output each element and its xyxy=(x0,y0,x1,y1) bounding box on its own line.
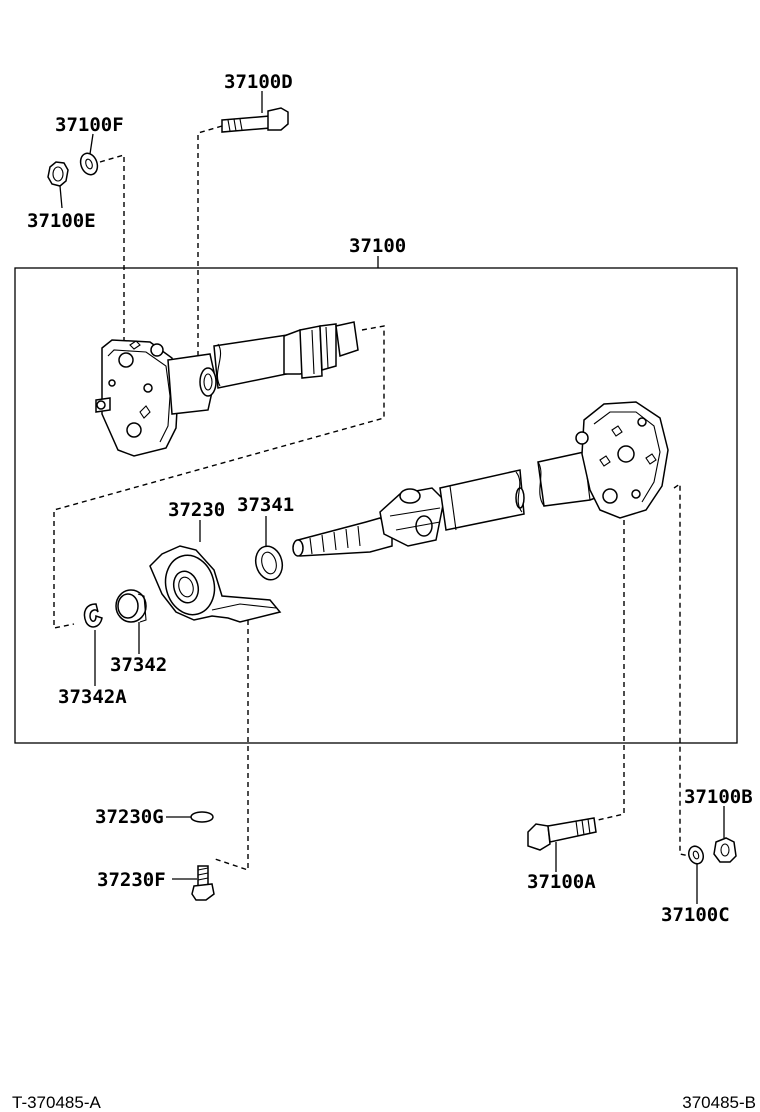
footer-left-code: T-370485-A xyxy=(12,1093,101,1112)
label-37230f: 37230F xyxy=(97,869,166,891)
nut-37100e-drawing[interactable] xyxy=(47,161,69,187)
assembly-frame xyxy=(14,267,738,744)
guide-coupling-to-bolt-a xyxy=(597,520,625,821)
rear-tube-drawing[interactable] xyxy=(439,447,607,531)
seal-37341-drawing[interactable] xyxy=(252,543,286,583)
bolt-37100a-drawing[interactable] xyxy=(527,817,597,851)
spline-shaft-drawing[interactable] xyxy=(292,517,393,557)
nut-37100b-drawing[interactable] xyxy=(713,837,737,863)
footer-right-code: 370485-B xyxy=(682,1093,756,1112)
leader-37100e xyxy=(59,185,63,209)
label-37100a: 37100A xyxy=(527,871,596,893)
guide-shaft-break xyxy=(53,325,385,629)
label-37230g: 37230G xyxy=(95,806,164,828)
label-37100: 37100 xyxy=(349,235,406,257)
washer-37100f-drawing[interactable] xyxy=(78,151,101,177)
guide-coupling-to-nut-b xyxy=(673,482,691,857)
label-37342a: 37342A xyxy=(58,686,127,708)
universal-joint-drawing[interactable] xyxy=(379,487,445,547)
label-37100d: 37100D xyxy=(224,71,293,93)
snap-ring-37342a-drawing[interactable] xyxy=(83,603,103,628)
washer-37230g-drawing[interactable] xyxy=(190,811,214,823)
label-37100c: 37100C xyxy=(661,904,730,926)
guide-bolt-to-flange xyxy=(197,125,223,355)
bolt-37100d-drawing[interactable] xyxy=(221,107,289,133)
collar-37342-drawing[interactable] xyxy=(115,589,147,623)
label-37230: 37230 xyxy=(168,499,225,521)
front-flexible-coupling-drawing[interactable] xyxy=(95,339,179,457)
label-37341: 37341 xyxy=(237,494,294,516)
label-37100b: 37100B xyxy=(684,786,753,808)
label-37342: 37342 xyxy=(110,654,167,676)
leader-37100f xyxy=(89,133,94,155)
label-37100f: 37100F xyxy=(55,114,124,136)
guide-washer-to-flange xyxy=(99,154,125,355)
rear-flexible-coupling-drawing[interactable] xyxy=(575,401,669,519)
front-yoke-tube-drawing[interactable] xyxy=(167,321,359,415)
washer-37100c-drawing[interactable] xyxy=(686,844,705,866)
center-bearing-37230-drawing[interactable] xyxy=(149,545,282,623)
bolt-37230f-drawing[interactable] xyxy=(191,865,215,901)
guide-bearing-to-bolt xyxy=(211,620,249,871)
label-37100e: 37100E xyxy=(27,210,96,232)
